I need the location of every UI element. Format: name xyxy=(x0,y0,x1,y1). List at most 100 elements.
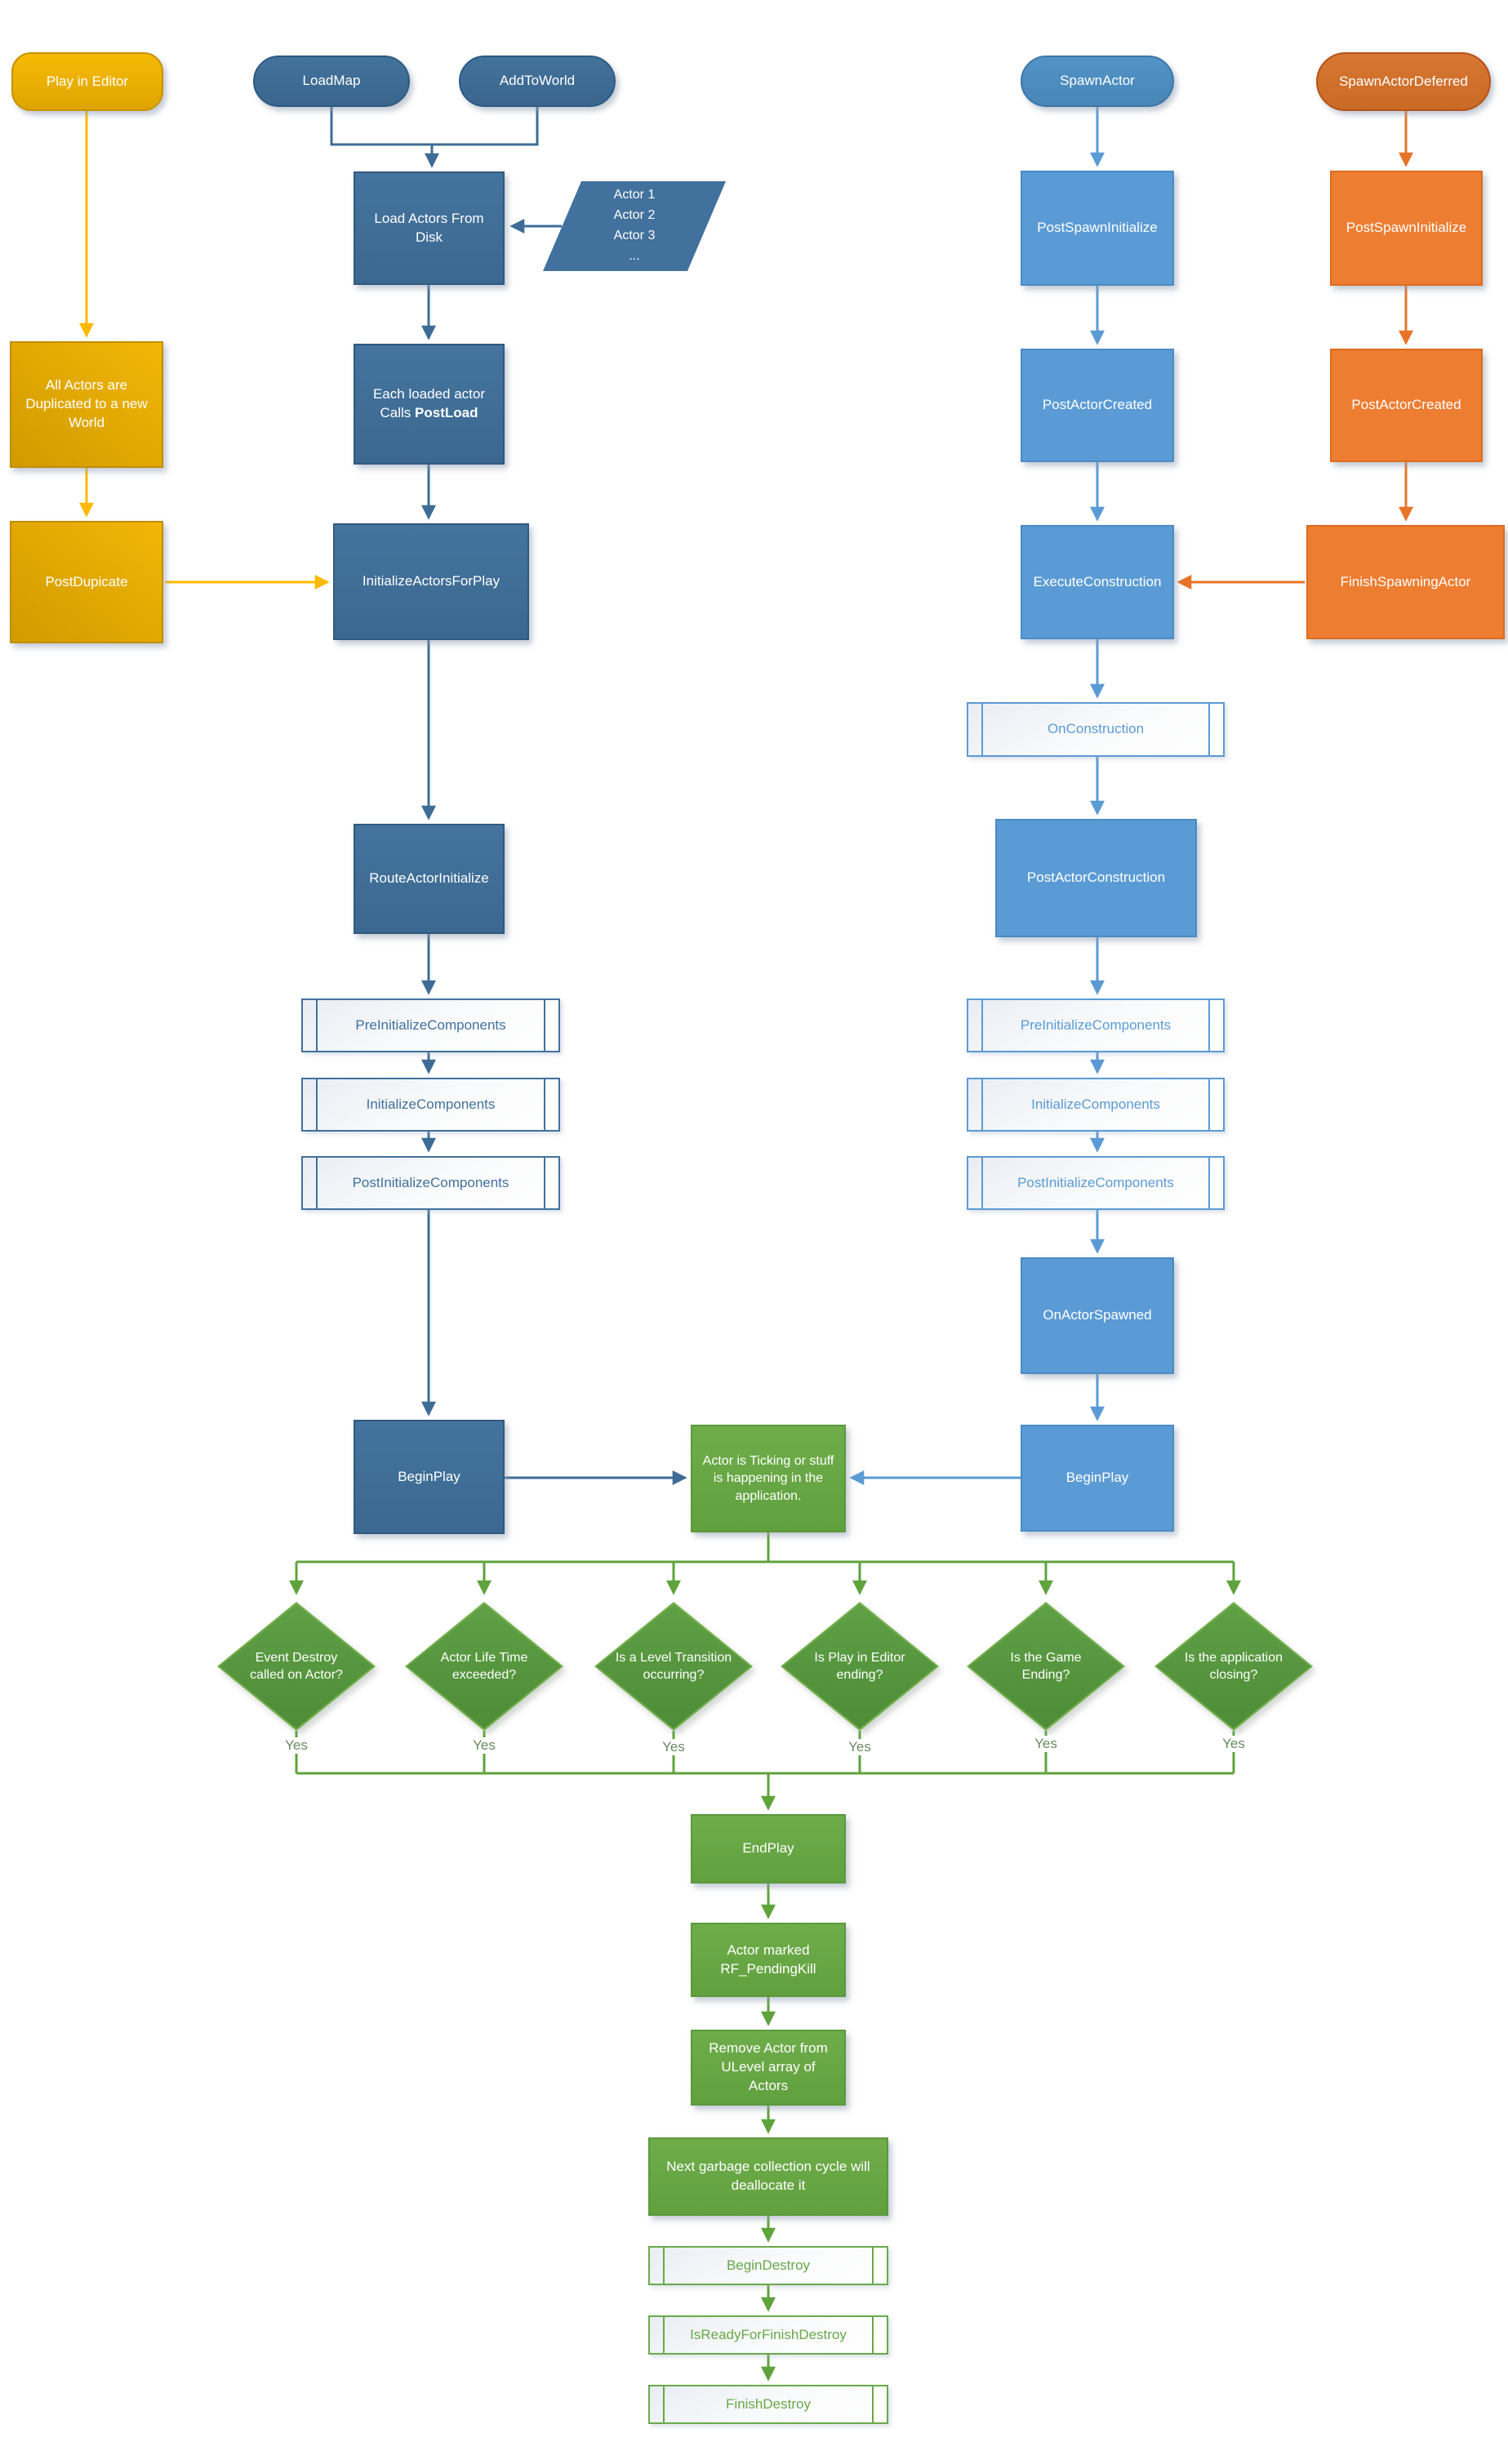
decision-event-destroy: Event Destroy called on Actor? xyxy=(217,1602,376,1731)
node-label: OnConstruction xyxy=(1047,721,1145,737)
node-pre-initialize-components-left: PreInitializeComponents xyxy=(301,998,560,1052)
node-label: Actor is Ticking or stuff is happening i… xyxy=(702,1453,834,1503)
node-spawn-actor: SpawnActor xyxy=(1021,56,1174,107)
node-label: Actor marked RF_PendingKill xyxy=(720,1941,816,1977)
node-label: EndPlay xyxy=(742,1840,794,1857)
yes-label: Yes xyxy=(844,1739,875,1755)
node-execute-construction: ExecuteConstruction xyxy=(1021,525,1174,639)
node-next-garbage-collection: Next garbage collection cycle will deall… xyxy=(648,2137,888,2216)
node-post-initialize-components-left: PostInitializeComponents xyxy=(301,1156,560,1210)
node-load-actors-from-disk: Load Actors From Disk xyxy=(354,171,505,285)
diamond-shape: Event Destroy called on Actor? xyxy=(217,1602,376,1731)
decision-label: Event Destroy called on Actor? xyxy=(250,1650,343,1682)
node-spawn-actor-deferred: SpawnActorDeferred xyxy=(1316,52,1491,111)
diamond-shape: Actor Life Time exceeded? xyxy=(405,1602,563,1731)
node-post-actor-created-orange: PostActorCreated xyxy=(1330,349,1483,462)
node-initialize-components-right: InitializeComponents xyxy=(967,1078,1225,1132)
node-label: FinishDestroy xyxy=(726,2395,811,2412)
node-label: AddToWorld xyxy=(499,73,576,89)
node-on-actor-spawned: OnActorSpawned xyxy=(1021,1257,1174,1374)
node-label: PostInitializeComponents xyxy=(352,1174,509,1190)
node-label: Next garbage collection cycle will deall… xyxy=(666,2159,870,2193)
decision-actor-lifetime: Actor Life Time exceeded? xyxy=(405,1602,563,1731)
node-label: IsReadyForFinishDestroy xyxy=(690,2326,847,2342)
node-label: OnActorSpawned xyxy=(1043,1307,1152,1323)
decision-label: Actor Life Time exceeded? xyxy=(440,1650,528,1682)
yes-label: Yes xyxy=(1218,1736,1249,1752)
node-remove-actor-from-ulevel: Remove Actor from ULevel array of Actors xyxy=(691,2030,846,2106)
node-label: PostSpawnInitialize xyxy=(1037,220,1158,236)
decision-label: Is the application closing? xyxy=(1184,1650,1283,1682)
node-label: InitializeComponents xyxy=(366,1096,496,1112)
node-label: Remove Actor from ULevel array of Actors xyxy=(709,2040,828,2093)
decision-pie-ending: Is Play in Editor ending? xyxy=(781,1602,939,1731)
node-label: LoadMap xyxy=(302,73,361,89)
connectors-orange xyxy=(1177,111,1413,589)
node-label: All Actors are Duplicated to a new World xyxy=(25,377,148,430)
node-load-map: LoadMap xyxy=(253,56,410,107)
connectors-steel-blue xyxy=(330,107,687,1485)
decision-label: Is the Game Ending? xyxy=(1010,1650,1082,1682)
node-finish-destroy: FinishDestroy xyxy=(648,2385,888,2424)
node-label: ExecuteConstruction xyxy=(1033,573,1162,589)
node-label: Each loaded actor xyxy=(372,386,486,403)
node-is-ready-for-finish-destroy: IsReadyForFinishDestroy xyxy=(648,2315,888,2355)
node-begin-play-left: BeginPlay xyxy=(354,1420,505,1534)
node-route-actor-initialize: RouteActorInitialize xyxy=(354,824,505,934)
yes-label: Yes xyxy=(469,1737,500,1754)
node-all-actors-duplicated: All Actors are Duplicated to a new World xyxy=(10,341,163,468)
actor-list-line: ... xyxy=(629,248,640,263)
node-label: BeginPlay xyxy=(398,1468,460,1484)
node-add-to-world: AddToWorld xyxy=(459,56,616,107)
actor-list-line: Actor 3 xyxy=(613,229,656,242)
node-end-play: EndPlay xyxy=(691,1814,846,1884)
connectors-gold xyxy=(79,111,330,589)
node-label: PostActorConstruction xyxy=(1026,870,1166,886)
node-label: PreInitializeComponents xyxy=(355,1016,506,1033)
decision-application-closing: Is the application closing? xyxy=(1154,1602,1313,1731)
node-post-actor-created-blue: PostActorCreated xyxy=(1021,349,1174,462)
node-on-construction: OnConstruction xyxy=(967,702,1225,757)
node-label: PostActorCreated xyxy=(1042,397,1153,413)
actor-list-line: Actor 2 xyxy=(613,208,656,223)
actor-list-line: Actor 1 xyxy=(613,188,656,202)
node-label: PostSpawnInitialize xyxy=(1346,220,1467,236)
node-pre-initialize-components-right: PreInitializeComponents xyxy=(967,998,1225,1052)
diamond-shape: Is Play in Editor ending? xyxy=(781,1602,939,1731)
node-label: PreInitializeComponents xyxy=(1020,1016,1172,1033)
decision-label: Is Play in Editor ending? xyxy=(814,1650,905,1682)
yes-label: Yes xyxy=(658,1739,689,1755)
node-label: PostActorCreated xyxy=(1351,397,1461,413)
decision-label: Is a Level Transition occurring? xyxy=(615,1650,732,1682)
yes-label: Yes xyxy=(281,1737,312,1754)
node-begin-destroy: BeginDestroy xyxy=(648,2246,888,2285)
node-label: Play in Editor xyxy=(46,73,129,89)
node-label: InitializeActorsForPlay xyxy=(362,573,500,589)
node-each-loaded-actor: Each loaded actor Calls PostLoad xyxy=(354,344,505,465)
node-label: SpawnActorDeferred xyxy=(1339,73,1468,89)
node-begin-play-right: BeginPlay xyxy=(1021,1425,1174,1532)
node-actor-ticking: Actor is Ticking or stuff is happening i… xyxy=(691,1425,846,1532)
node-post-spawn-initialize-blue: PostSpawnInitialize xyxy=(1021,171,1174,286)
node-label: SpawnActor xyxy=(1060,73,1135,89)
node-label: BeginPlay xyxy=(1065,1470,1129,1486)
node-initialize-actors-for-play: InitializeActorsForPlay xyxy=(333,523,529,640)
node-label: PostInitializeComponents xyxy=(1017,1174,1174,1190)
node-label: BeginDestroy xyxy=(726,2257,811,2273)
node-label-line2: Calls PostLoad xyxy=(380,405,478,420)
node-post-dupicate: PostDupicate xyxy=(10,521,163,643)
node-label: InitializeComponents xyxy=(1031,1096,1160,1112)
yes-label: Yes xyxy=(1030,1736,1061,1752)
node-label: Load Actors From Disk xyxy=(374,210,484,245)
decision-game-ending: Is the Game Ending? xyxy=(967,1602,1125,1731)
node-actor-marked-pending-kill: Actor marked RF_PendingKill xyxy=(691,1923,846,1997)
node-play-in-editor: Play in Editor xyxy=(11,52,163,111)
node-post-spawn-initialize-orange: PostSpawnInitialize xyxy=(1330,171,1483,286)
node-initialize-components-left: InitializeComponents xyxy=(301,1078,560,1132)
node-post-initialize-components-right: PostInitializeComponents xyxy=(967,1156,1225,1210)
connectors-green xyxy=(289,1532,1241,2382)
node-label: FinishSpawningActor xyxy=(1340,573,1471,589)
diamond-shape: Is the Game Ending? xyxy=(967,1602,1125,1731)
